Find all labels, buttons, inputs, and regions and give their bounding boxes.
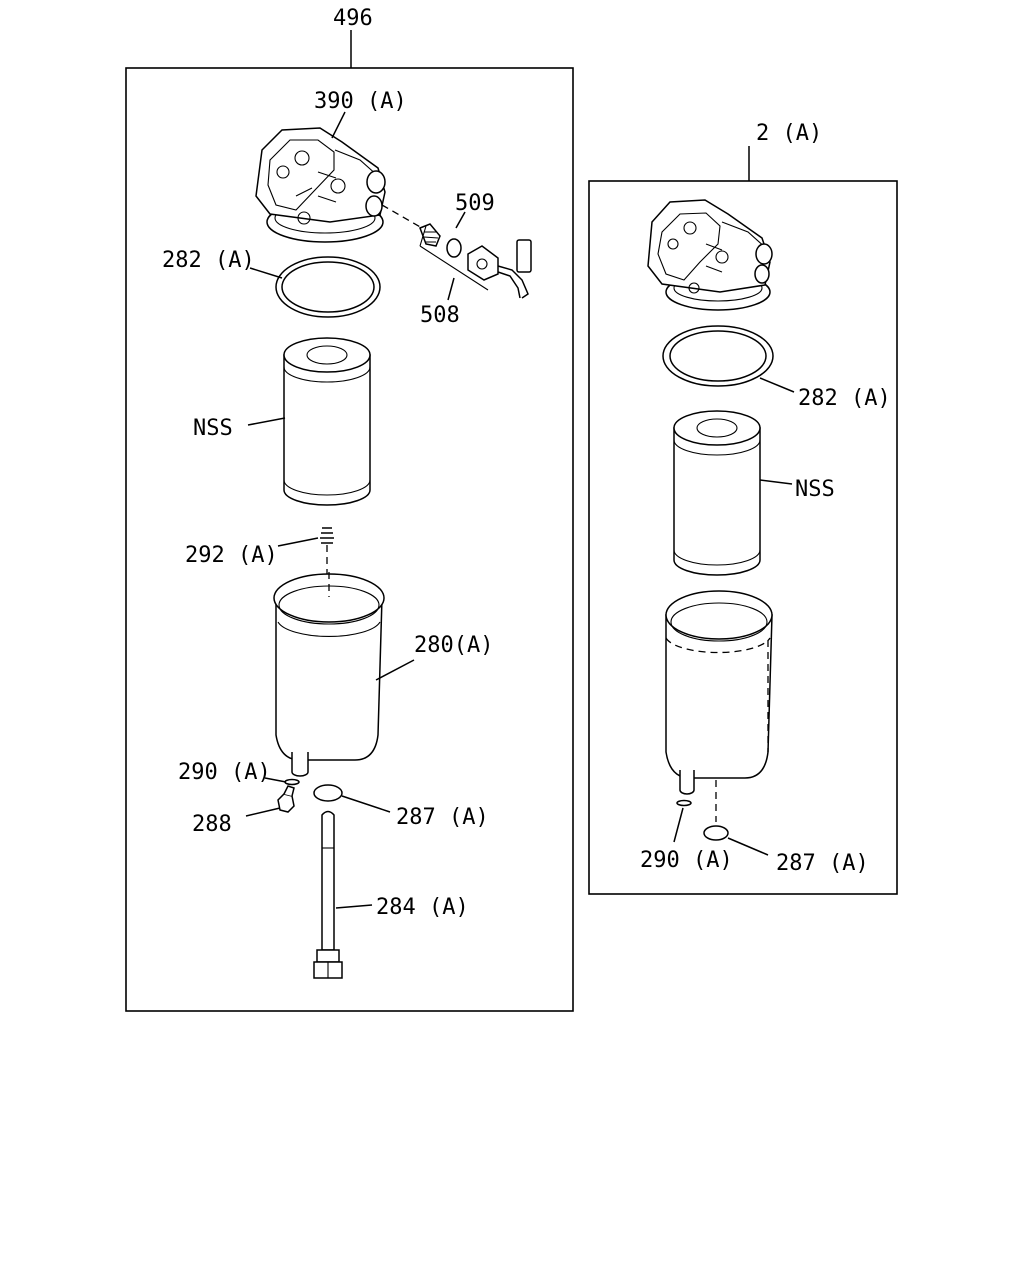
label-nss-left: NSS <box>193 416 233 441</box>
label-290-left: 290 (A) <box>178 760 271 785</box>
filter-element-nss-right <box>673 410 761 576</box>
label-508: 508 <box>420 303 460 328</box>
label-282-right: 282 (A) <box>798 386 891 411</box>
filter-head-390 <box>255 127 386 243</box>
gasket-287-left <box>313 784 343 802</box>
sensor-508 <box>419 223 532 299</box>
filter-element-nss-left <box>283 337 371 506</box>
filter-bowl-right <box>665 590 773 822</box>
label-284: 284 (A) <box>376 895 469 920</box>
label-282-left: 282 (A) <box>162 248 255 273</box>
label-280: 280(A) <box>414 633 493 658</box>
label-290-right: 290 (A) <box>640 848 733 873</box>
assembly-496-frame <box>125 67 574 1012</box>
filter-head-right <box>647 199 773 311</box>
label-288: 288 <box>192 812 232 837</box>
label-287-right: 287 (A) <box>776 851 869 876</box>
assembly-2a-label: 2 (A) <box>756 121 822 146</box>
o-ring-290-left <box>284 778 300 786</box>
center-bolt-284 <box>313 810 343 979</box>
gasket-287-right <box>703 825 729 841</box>
filter-bowl-280 <box>273 572 385 777</box>
label-nss-right: NSS <box>795 477 835 502</box>
label-287-left: 287 (A) <box>396 805 489 830</box>
assembly-2a: 2 (A) 282 (A) <box>588 121 898 895</box>
o-ring-290-right <box>676 799 692 807</box>
assembly-496: 496 390 (A) <box>125 6 574 1012</box>
assembly-496-label: 496 <box>333 6 373 31</box>
label-292: 292 (A) <box>185 543 278 568</box>
drain-plug-288 <box>277 785 295 813</box>
o-ring-282-right <box>662 325 774 387</box>
label-390: 390 (A) <box>314 89 407 114</box>
label-509: 509 <box>455 191 495 216</box>
assembly-2a-frame <box>588 180 898 895</box>
o-ring-282-left <box>275 256 381 318</box>
